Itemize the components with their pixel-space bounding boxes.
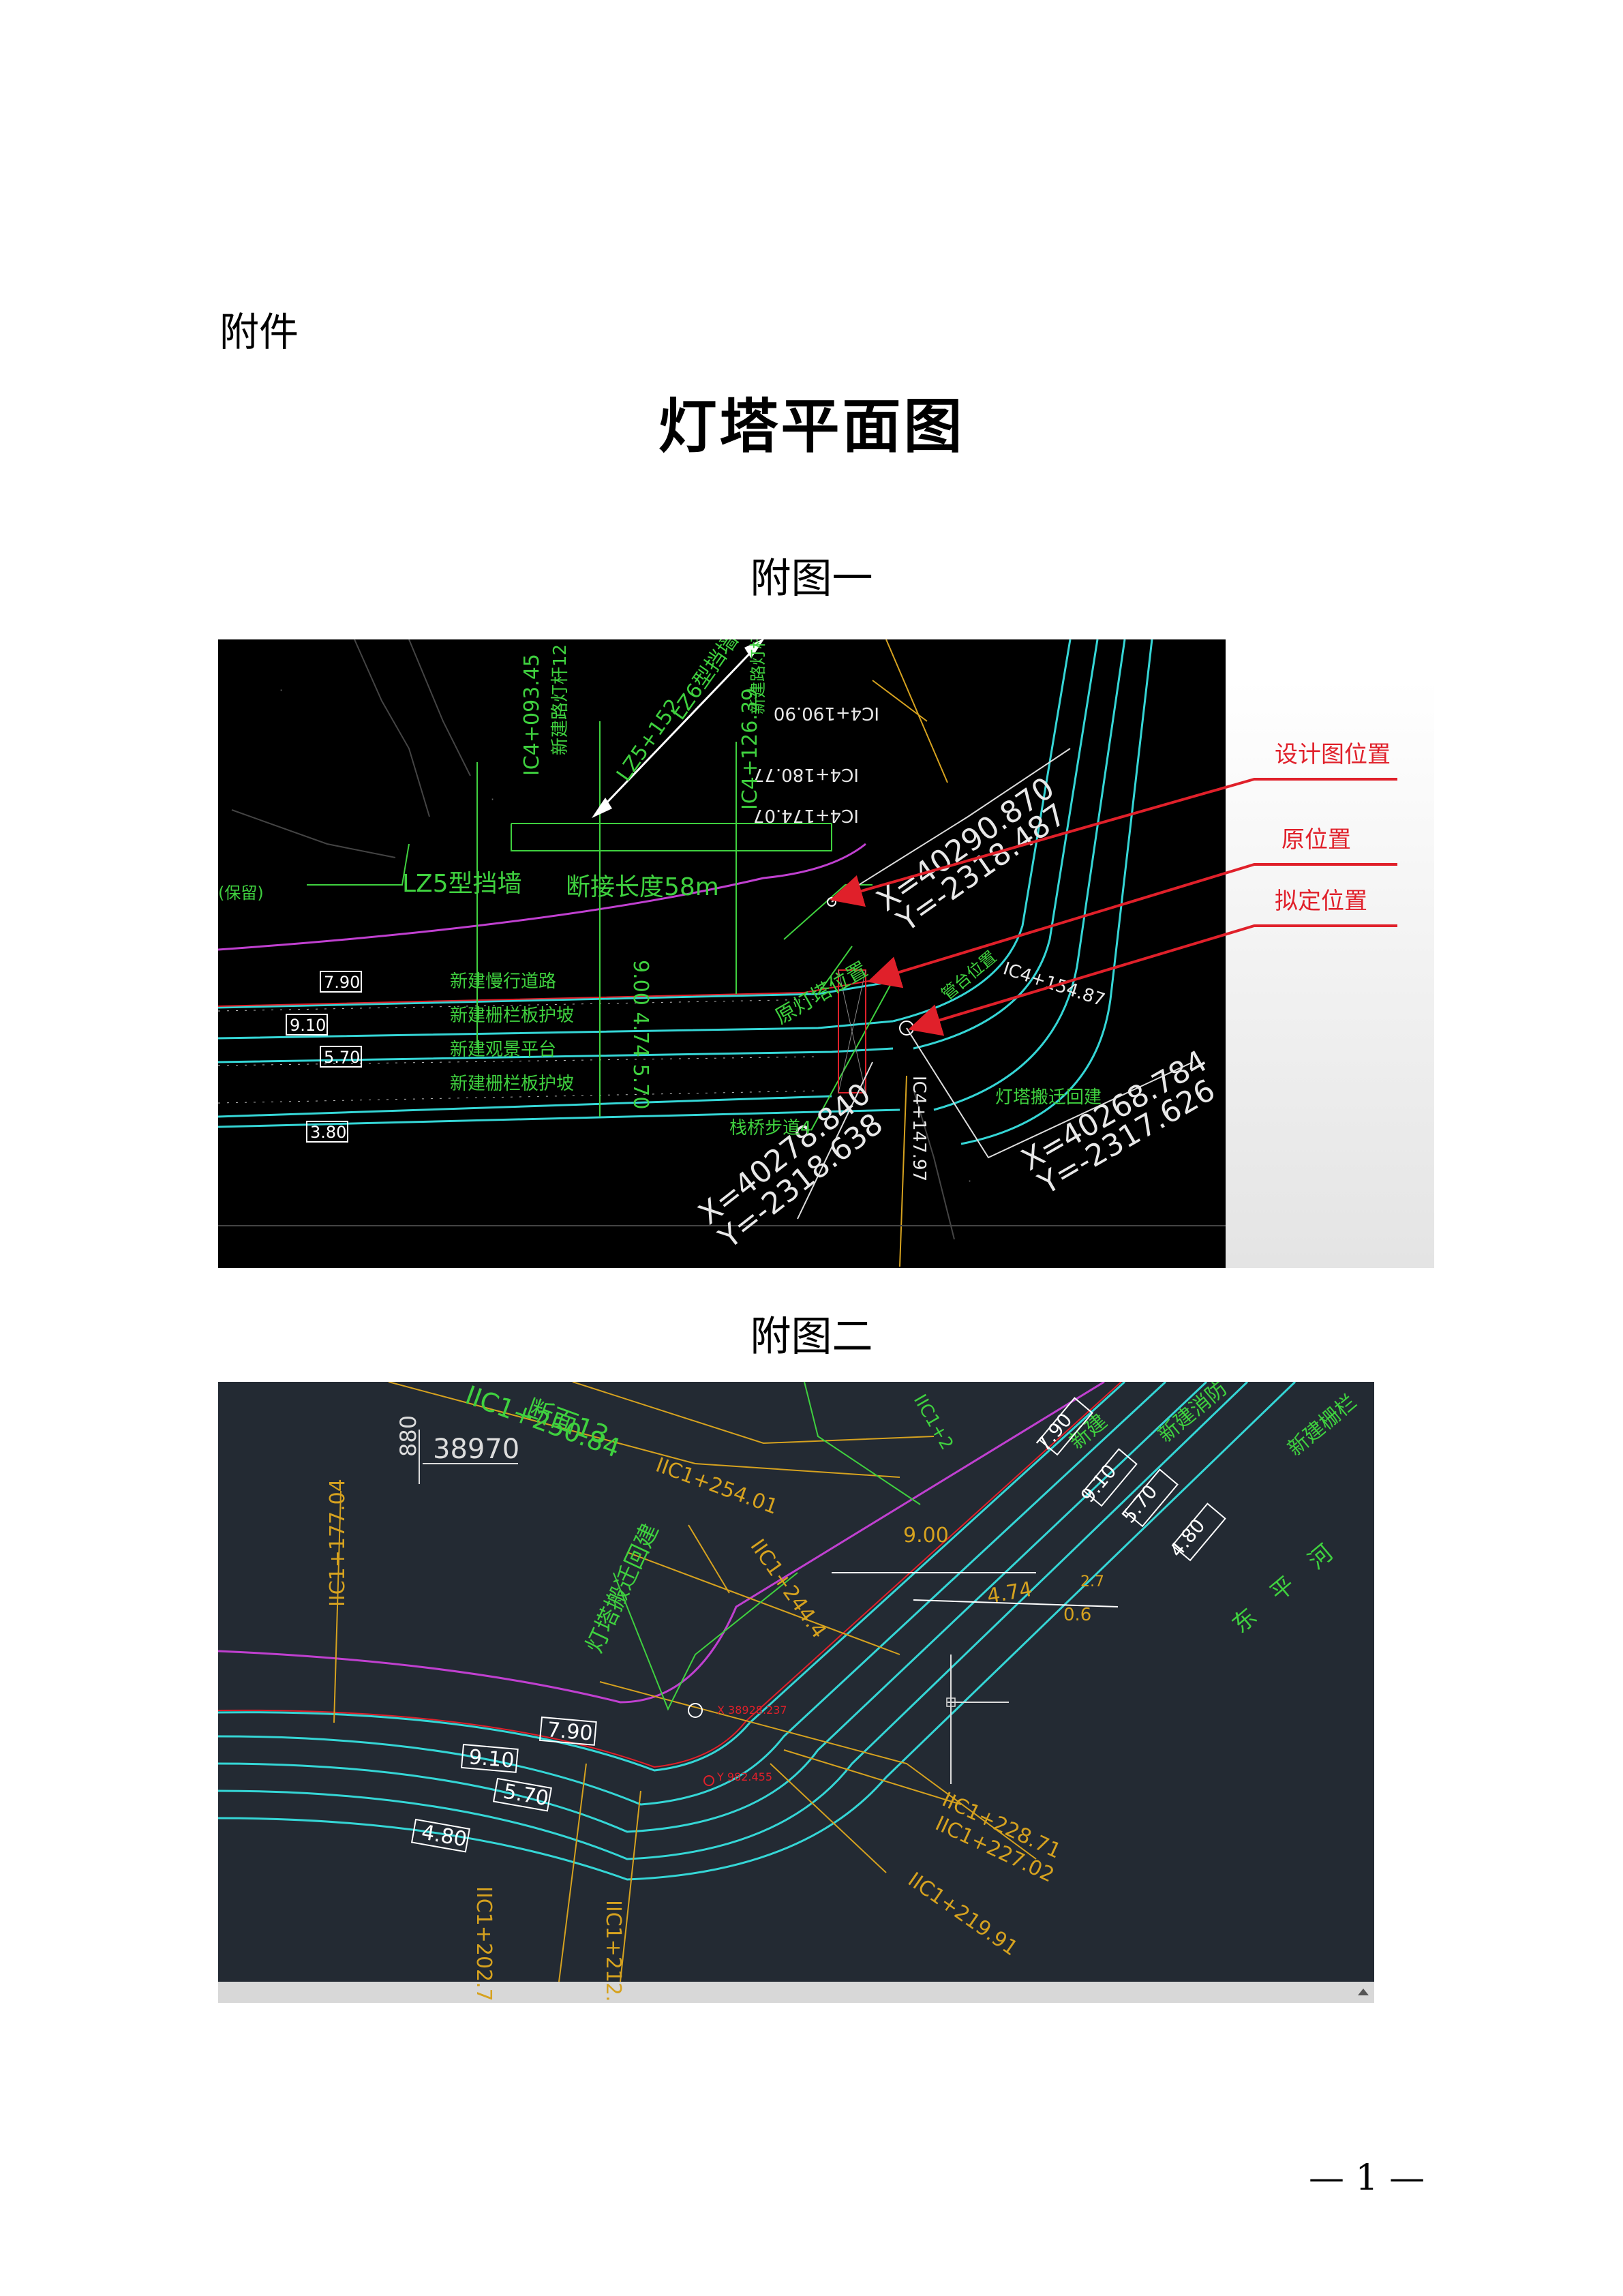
tag-t1: 7.90 (546, 1718, 594, 1746)
value-880: 880 (395, 1415, 421, 1457)
station-s7: IC4+147.97 (909, 1076, 929, 1181)
tag-t2: 9.10 (290, 1016, 326, 1035)
value-38970: 38970 (433, 1434, 519, 1465)
figure1-cad-drawing: · · · (218, 639, 1434, 1268)
page-number: — 1 — (1309, 2158, 1425, 2199)
label-lz5: LZ5型挡墙 (402, 870, 522, 898)
cad-background (218, 639, 1226, 1268)
label-rail1: 新建栅栏板护坡 (450, 1006, 574, 1026)
label-move: 灯塔搬迁回建 (995, 1087, 1102, 1108)
label-pole2: 新建路灯杆12 (550, 644, 571, 755)
label-broken: 断接长度58m (566, 873, 719, 901)
station-s2: IC4+180.77 (753, 764, 859, 785)
annotation-panel (1226, 680, 1434, 1268)
svg-text:·: · (968, 1175, 971, 1188)
label-rail2: 新建栅栏板护坡 (450, 1074, 574, 1094)
figure2-label: 附图二 (750, 1313, 873, 1361)
attachment-label: 附件 (219, 309, 299, 355)
tag-t4: 3.80 (310, 1123, 346, 1142)
tag-t2: 9.10 (468, 1745, 515, 1773)
tower-marker (688, 1703, 703, 1718)
annotation-proposed: 拟定位置 (1275, 888, 1367, 915)
svg-text:·: · (279, 684, 283, 697)
station-s8: IIC1+202.73 (472, 1886, 496, 2003)
label-pole1: 新建路灯杆10 (748, 639, 768, 714)
tag-t3: 5.70 (324, 1048, 360, 1067)
tag-t1: 7.90 (324, 973, 360, 992)
label-plat: 新建观景平台 (450, 1040, 556, 1060)
scroll-up-icon (1358, 1989, 1369, 1995)
label-dims: 9.00 4.74 5.70 (628, 960, 652, 1109)
dim-d3: 0.6 (1063, 1605, 1091, 1625)
cad-status-bar (218, 1982, 1374, 2003)
dim-d4: 2.7 (1080, 1573, 1104, 1590)
figure1-label: 附图一 (750, 555, 873, 603)
station-s1: IC4+190.90 (774, 703, 879, 723)
figure2-svg: 880 38970 (218, 1382, 1374, 2003)
dim-d1: 9.00 (903, 1524, 949, 1547)
coord-y: Y 982.455 (716, 1770, 772, 1783)
station-s4: IC4+093.45 (520, 654, 544, 776)
label-walk: 栈桥步道4 (729, 1118, 812, 1138)
station-s5: IC4+126.39 (738, 688, 762, 810)
document-title: 灯塔平面图 (658, 393, 965, 461)
station-s3: IC4+174.07 (753, 805, 859, 826)
annotation-design: 设计图位置 (1275, 741, 1391, 768)
figure2-cad-drawing: 880 38970 (218, 1382, 1374, 2003)
coord-x: X 38928.237 (717, 1704, 787, 1717)
label-road: 新建慢行道路 (450, 971, 556, 992)
label-keep: (保留) (218, 883, 264, 903)
station-s4: IIC1+177.04 (326, 1479, 350, 1607)
annotation-original: 原位置 (1281, 826, 1351, 854)
svg-text:·: · (491, 793, 494, 806)
figure1-svg: · · · (218, 639, 1434, 1268)
station-s9: IIC1+212.43 (601, 1900, 625, 2003)
